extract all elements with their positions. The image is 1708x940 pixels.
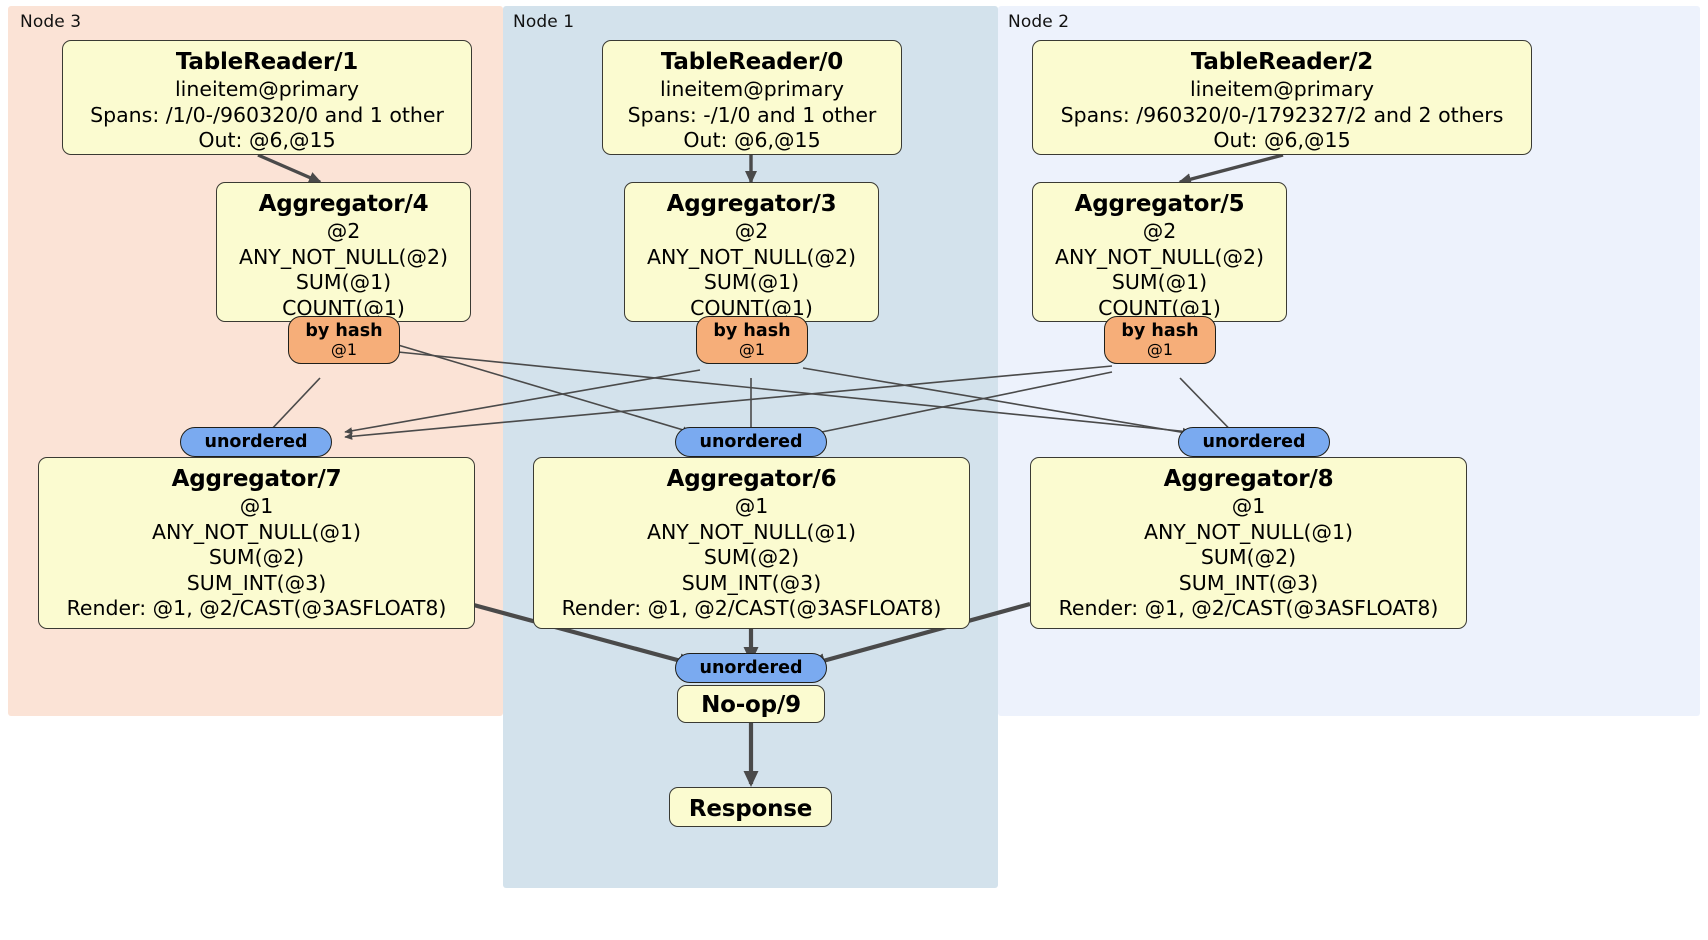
synchronizer-title: unordered [699, 657, 803, 678]
synchronizer-unordered-final[interactable]: unordered [675, 653, 827, 683]
node-label-node1: Node 1 [513, 12, 575, 32]
processor-line: @1 [734, 494, 769, 518]
processor-line: SUM(@1) [295, 270, 392, 294]
processor-title: No-op/9 [701, 692, 801, 718]
processor-response[interactable]: Response [669, 787, 832, 827]
processor-line: Out: @6,@15 [1213, 128, 1351, 152]
processor-title: Aggregator/5 [1074, 191, 1245, 217]
processor-table-reader-1[interactable]: TableReader/1 lineitem@primary Spans: /1… [62, 40, 472, 155]
processor-line: ANY_NOT_NULL(@2) [238, 244, 449, 269]
processor-line: ANY_NOT_NULL(@1) [1143, 519, 1354, 544]
processor-aggregator-7[interactable]: Aggregator/7 @1 ANY_NOT_NULL(@1) SUM(@2)… [38, 457, 475, 629]
router-title: by hash [1121, 320, 1199, 341]
processor-line: lineitem@primary [659, 77, 845, 101]
processor-aggregator-3[interactable]: Aggregator/3 @2 ANY_NOT_NULL(@2) SUM(@1)… [624, 182, 879, 322]
router-by-hash-right[interactable]: by hash @1 [1104, 316, 1216, 364]
processor-line: ANY_NOT_NULL(@2) [1054, 244, 1265, 269]
processor-line: ANY_NOT_NULL(@2) [646, 244, 857, 269]
node-label-node3: Node 3 [20, 12, 82, 32]
processor-line: Spans: -/1/0 and 1 other [627, 102, 877, 127]
processor-line: @2 [734, 219, 769, 243]
processor-line: SUM(@2) [703, 545, 800, 569]
processor-aggregator-4[interactable]: Aggregator/4 @2 ANY_NOT_NULL(@2) SUM(@1)… [216, 182, 471, 322]
processor-line: Spans: /1/0-/960320/0 and 1 other [90, 102, 444, 127]
processor-line: SUM(@2) [1200, 545, 1297, 569]
router-subtitle: @1 [1146, 339, 1174, 359]
processor-title: Aggregator/4 [258, 191, 429, 217]
processor-line: SUM(@2) [208, 545, 305, 569]
processor-aggregator-8[interactable]: Aggregator/8 @1 ANY_NOT_NULL(@1) SUM(@2)… [1030, 457, 1467, 629]
processor-title: TableReader/2 [1190, 49, 1374, 75]
processor-aggregator-6[interactable]: Aggregator/6 @1 ANY_NOT_NULL(@1) SUM(@2)… [533, 457, 970, 629]
processor-line: COUNT(@1) [282, 295, 405, 320]
processor-line: SUM(@1) [703, 270, 800, 294]
processor-line: ANY_NOT_NULL(@1) [151, 519, 362, 544]
router-by-hash-center[interactable]: by hash @1 [696, 316, 808, 364]
router-title: by hash [713, 320, 791, 341]
processor-line: Render: @1, @2/CAST(@3ASFLOAT8) [561, 596, 942, 620]
synchronizer-unordered-center[interactable]: unordered [675, 427, 827, 457]
processor-line: SUM_INT(@3) [1178, 570, 1319, 595]
router-by-hash-left[interactable]: by hash @1 [288, 316, 400, 364]
router-subtitle: @1 [738, 339, 766, 359]
processor-line: Out: @6,@15 [683, 128, 821, 152]
processor-line: ANY_NOT_NULL(@1) [646, 519, 857, 544]
processor-noop-9[interactable]: No-op/9 [677, 685, 825, 723]
processor-title: TableReader/0 [660, 49, 844, 75]
processor-title: Response [688, 795, 813, 822]
synchronizer-title: unordered [204, 431, 308, 452]
processor-line: @1 [239, 494, 274, 518]
synchronizer-title: unordered [1202, 431, 1306, 452]
router-title: by hash [305, 320, 383, 341]
processor-line: @1 [1231, 494, 1266, 518]
processor-line: Render: @1, @2/CAST(@3ASFLOAT8) [1058, 596, 1439, 620]
processor-line: @2 [326, 219, 361, 243]
processor-title: Aggregator/7 [171, 466, 342, 492]
synchronizer-title: unordered [699, 431, 803, 452]
processor-title: Aggregator/3 [666, 191, 837, 217]
synchronizer-unordered-left[interactable]: unordered [180, 427, 332, 457]
processor-line: SUM_INT(@3) [681, 570, 822, 595]
processor-title: Aggregator/6 [666, 466, 837, 492]
processor-line: lineitem@primary [174, 77, 360, 101]
processor-line: COUNT(@1) [690, 295, 813, 320]
synchronizer-unordered-right[interactable]: unordered [1178, 427, 1330, 457]
processor-line: Render: @1, @2/CAST(@3ASFLOAT8) [66, 596, 447, 620]
processor-title: TableReader/1 [175, 49, 359, 75]
processor-line: SUM_INT(@3) [186, 570, 327, 595]
processor-line: Out: @6,@15 [198, 128, 336, 152]
processor-line: Spans: /960320/0-/1792327/2 and 2 others [1060, 102, 1504, 127]
node-label-node2: Node 2 [1008, 12, 1070, 32]
processor-title: Aggregator/8 [1163, 466, 1334, 492]
processor-line: SUM(@1) [1111, 270, 1208, 294]
processor-aggregator-5[interactable]: Aggregator/5 @2 ANY_NOT_NULL(@2) SUM(@1)… [1032, 182, 1287, 322]
processor-table-reader-2[interactable]: TableReader/2 lineitem@primary Spans: /9… [1032, 40, 1532, 155]
router-subtitle: @1 [330, 339, 358, 359]
processor-line: @2 [1142, 219, 1177, 243]
processor-line: COUNT(@1) [1098, 295, 1221, 320]
processor-line: lineitem@primary [1189, 77, 1375, 101]
processor-table-reader-0[interactable]: TableReader/0 lineitem@primary Spans: -/… [602, 40, 902, 155]
